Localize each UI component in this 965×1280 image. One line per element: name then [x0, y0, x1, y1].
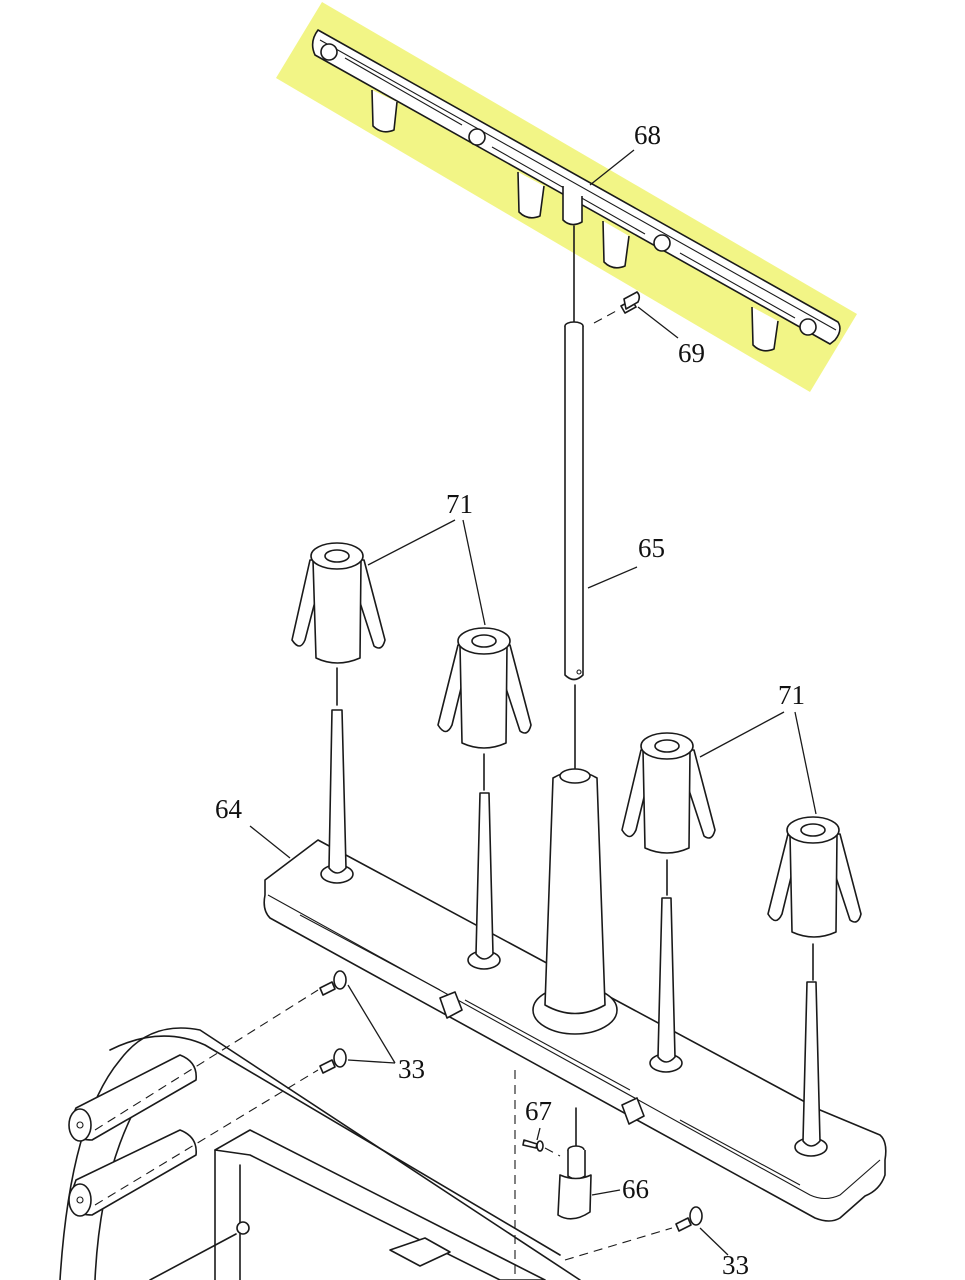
- part-33-screw-1[interactable]: [319, 970, 347, 996]
- label-33-upper: 33: [398, 1054, 425, 1084]
- machine-pin-lower: [68, 1129, 197, 1217]
- part-65-rod[interactable]: [564, 225, 584, 769]
- label-65: 65: [638, 533, 665, 563]
- label-71-left: 71: [446, 489, 473, 519]
- machine-pin-upper: [68, 1054, 197, 1142]
- part-64-spool-base[interactable]: [263, 709, 887, 1222]
- machine-body: [59, 1027, 581, 1280]
- part-71-cone-3[interactable]: [621, 732, 716, 896]
- label-68: 68: [634, 120, 661, 150]
- leader-lines: [249, 149, 817, 1256]
- part-71-cone-2[interactable]: [437, 627, 532, 791]
- label-66: 66: [622, 1174, 649, 1204]
- label-33-lower: 33: [722, 1250, 749, 1280]
- part-68-thread-guide-bar[interactable]: [311, 29, 841, 352]
- part-33-screw-3[interactable]: [675, 1206, 703, 1232]
- label-64: 64: [215, 794, 243, 824]
- label-67: 67: [525, 1096, 552, 1126]
- part-66-bracket[interactable]: [557, 1107, 592, 1220]
- part-71-cone-4[interactable]: [767, 816, 862, 981]
- part-71-cone-1[interactable]: [291, 542, 386, 706]
- part-33-screw-2[interactable]: [319, 1048, 347, 1074]
- part-67-screw[interactable]: [522, 1139, 544, 1152]
- label-71-right: 71: [778, 680, 805, 710]
- part-69-screw[interactable]: [620, 291, 641, 314]
- label-69: 69: [678, 338, 705, 368]
